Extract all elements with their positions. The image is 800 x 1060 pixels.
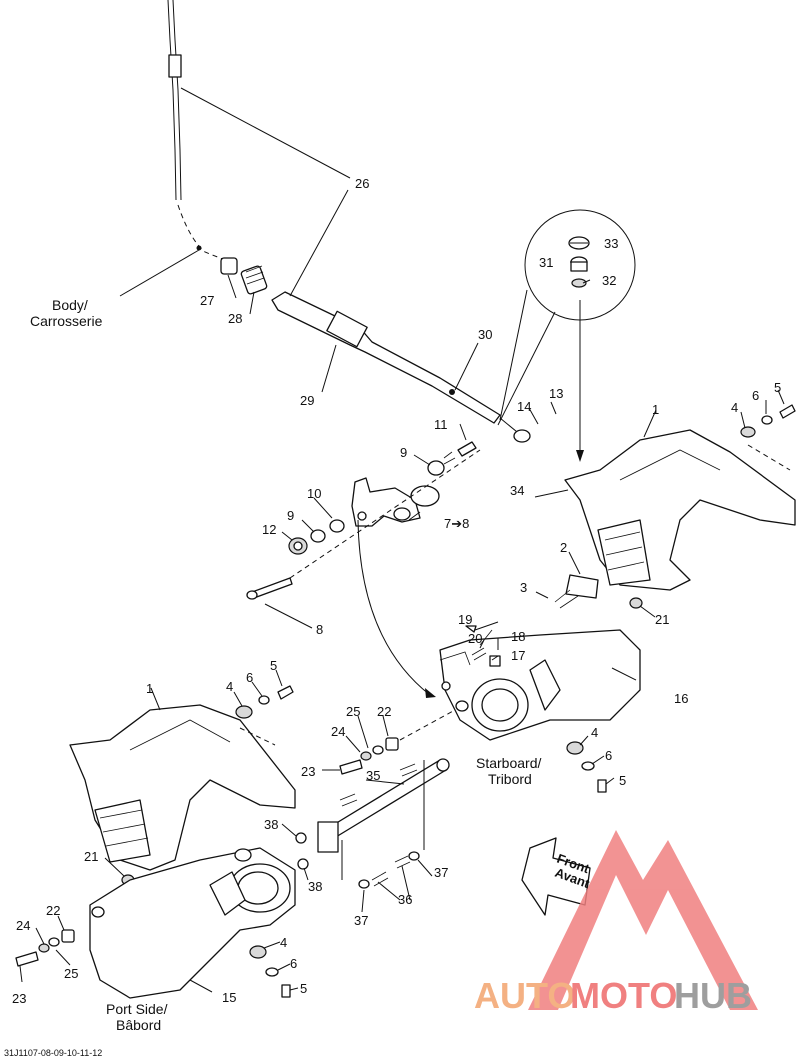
port-label-en: Port Side/ xyxy=(106,1001,168,1017)
hw-22-24-25-23-lower xyxy=(15,929,75,967)
callout-31: 31 xyxy=(539,255,553,270)
callout-5-port-lower: 5 xyxy=(300,981,307,996)
callout-29: 29 xyxy=(300,393,314,408)
hw-36-37 xyxy=(358,851,420,889)
hw-4-6-5-port-lower xyxy=(249,945,291,998)
callout-32: 32 xyxy=(602,273,616,288)
callout-20: 20 xyxy=(468,631,482,646)
callout-10: 10 xyxy=(307,486,321,501)
callout-35: 35 xyxy=(366,768,380,783)
starboard-label-fr: Tribord xyxy=(488,771,532,787)
callout-6-starboard: 6 xyxy=(605,748,612,763)
callout-3: 3 xyxy=(520,580,527,595)
body-label-en: Body/ xyxy=(52,297,88,313)
port-label-fr: Bâbord xyxy=(116,1017,161,1033)
bushings-38 xyxy=(295,832,309,870)
bracket-1-port xyxy=(69,704,296,886)
callout-7-8: 7➔8 xyxy=(444,516,469,531)
callout-19: 19 xyxy=(458,612,472,627)
hw-17-18-19-20 xyxy=(465,625,501,667)
bushing-9-upper xyxy=(427,460,445,476)
callout-25-lower: 25 xyxy=(64,966,78,981)
callout-30: 30 xyxy=(478,327,492,342)
callout-6-port-upper: 6 xyxy=(246,670,253,685)
callout-5-upper-right: 5 xyxy=(774,380,781,395)
callout-11: 11 xyxy=(434,417,448,432)
callout-38-lower: 38 xyxy=(308,879,322,894)
callout-28: 28 xyxy=(228,311,242,326)
body-label-fr: Carrosserie xyxy=(30,313,103,329)
callout-18: 18 xyxy=(511,629,525,644)
callout-22-lower: 22 xyxy=(46,903,60,918)
callout-21-starboard: 21 xyxy=(655,612,669,627)
bolt-11 xyxy=(443,441,477,465)
callout-37-left: 37 xyxy=(354,913,368,928)
callout-34: 34 xyxy=(510,483,524,498)
callout-25-upper: 25 xyxy=(346,704,360,719)
hw-4-6-5-starboard xyxy=(566,741,607,793)
callout-2: 2 xyxy=(560,540,567,555)
callout-14: 14 xyxy=(517,399,531,414)
callout-6-upper-right: 6 xyxy=(752,388,759,403)
bushing-9-lower xyxy=(310,529,326,543)
callout-9-lower: 9 xyxy=(287,508,294,523)
callout-17: 17 xyxy=(511,648,525,663)
callout-5-starboard: 5 xyxy=(619,773,626,788)
callout-36: 36 xyxy=(398,892,412,907)
bracket-1-starboard xyxy=(534,429,796,609)
callout-38-upper: 38 xyxy=(264,817,278,832)
starboard-label-en: Starboard/ xyxy=(476,755,541,771)
callout-4-port-lower: 4 xyxy=(280,935,287,950)
nut-28 xyxy=(240,265,268,295)
document-id: 31J1107-08-09-10-11-12 xyxy=(4,1048,102,1058)
callout-15: 15 xyxy=(222,990,236,1005)
callout-13: 13 xyxy=(549,386,563,401)
callout-6-port-lower: 6 xyxy=(290,956,297,971)
callout-23-lower: 23 xyxy=(12,991,26,1006)
callout-37-right: 37 xyxy=(434,865,448,880)
callout-24-lower: 24 xyxy=(16,918,30,933)
callout-1-starboard: 1 xyxy=(652,402,659,417)
pin-8 xyxy=(246,577,293,600)
throttle-lever-7 xyxy=(351,477,440,527)
grip-16-starboard xyxy=(439,629,641,741)
cable-26 xyxy=(167,0,531,443)
callout-21-port: 21 xyxy=(84,849,98,864)
callout-22-upper: 22 xyxy=(377,704,391,719)
callout-27: 27 xyxy=(200,293,214,308)
callout-26: 26 xyxy=(355,176,369,191)
hw-4-6-5-port-upper xyxy=(235,685,294,746)
shaft-35 xyxy=(317,758,450,853)
callout-1-port: 1 xyxy=(146,681,153,696)
callout-4-starboard: 4 xyxy=(591,725,598,740)
front-direction-arrow: Front Avant xyxy=(521,837,592,916)
callout-24-upper: 24 xyxy=(331,724,345,739)
callout-4-upper-right: 4 xyxy=(731,400,738,415)
callout-4-port-upper: 4 xyxy=(226,679,233,694)
clip-2 xyxy=(554,574,599,609)
grip-15-port xyxy=(89,847,296,999)
hw-22-24-25-23-upper xyxy=(339,709,456,775)
hw-4-6-5-upper-right xyxy=(740,404,796,471)
callout-9-upper: 9 xyxy=(400,445,407,460)
nut-12 xyxy=(288,537,308,555)
callout-12: 12 xyxy=(262,522,276,537)
callout-16: 16 xyxy=(674,691,688,706)
detail-circle xyxy=(497,209,636,462)
callout-23-upper: 23 xyxy=(301,764,315,779)
washer-10 xyxy=(329,519,345,533)
callout-5-port-upper: 5 xyxy=(270,658,277,673)
callout-8: 8 xyxy=(316,622,323,637)
fitting-27 xyxy=(220,257,238,275)
callout-33: 33 xyxy=(604,236,618,251)
